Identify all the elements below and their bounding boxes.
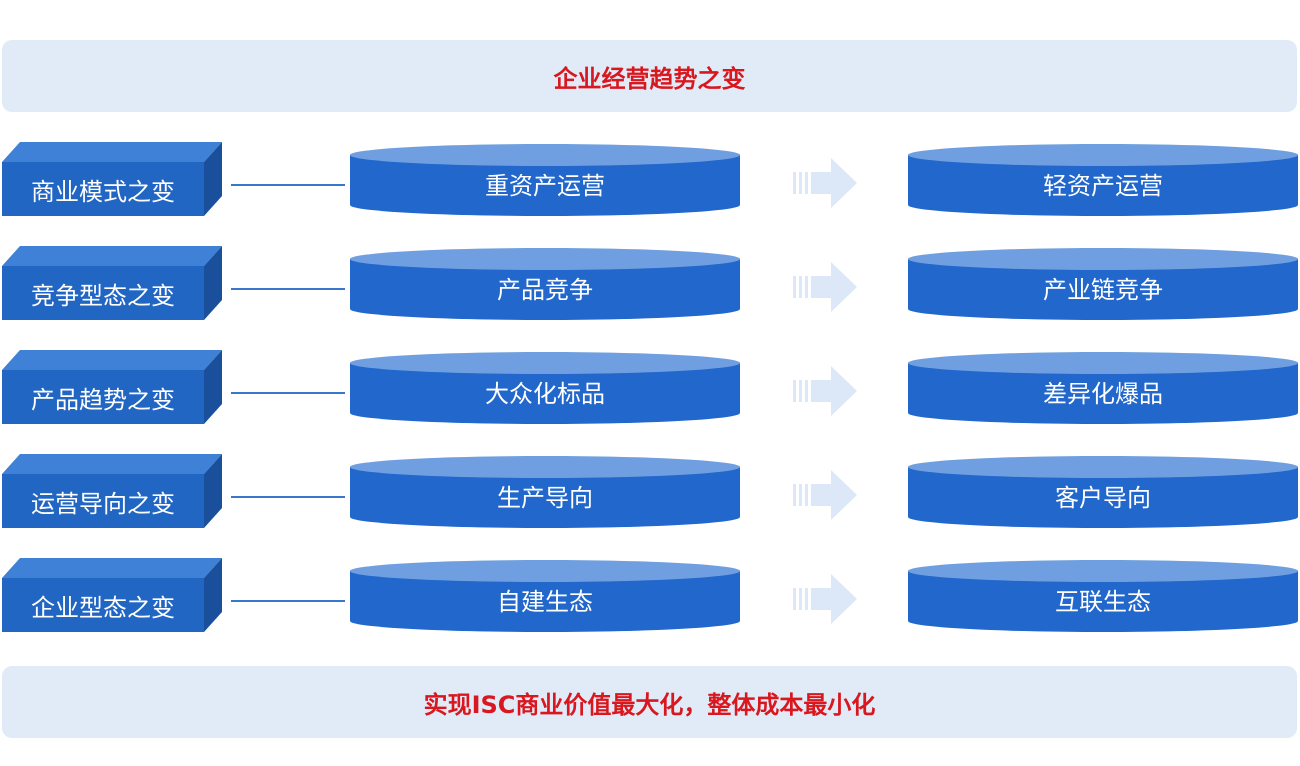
category-box: 产品趋势之变: [2, 350, 222, 424]
disc-shape: [908, 144, 1298, 216]
from-label: 自建生态: [497, 587, 593, 616]
category-label: 产品趋势之变: [31, 385, 175, 414]
transformation-row: 企业型态之变 自建生态 互联生态: [0, 558, 1300, 638]
from-disc: 大众化标品: [350, 350, 740, 430]
transformation-row: 产品趋势之变 大众化标品 差异化爆品: [0, 350, 1300, 430]
arrow-right-icon: [793, 262, 857, 312]
footer-text: 实现ISC商业价值最大化，整体成本最小化: [423, 690, 876, 719]
box-3d-shape: [2, 558, 222, 632]
to-label: 互联生态: [1055, 587, 1151, 616]
from-disc: 产品竞争: [350, 246, 740, 326]
disc-shape: [908, 248, 1298, 320]
arrow-right-icon: [793, 158, 857, 208]
from-disc: 自建生态: [350, 558, 740, 638]
from-label: 大众化标品: [485, 379, 605, 408]
diagram-title: 企业经营趋势之变: [553, 64, 746, 93]
disc-shape: [350, 248, 740, 320]
disc-shape: [350, 144, 740, 216]
to-disc: 产业链竞争: [908, 246, 1298, 326]
to-label: 轻资产运营: [1043, 171, 1163, 200]
box-3d-shape: [2, 142, 222, 216]
title-banner: 企业经营趋势之变: [2, 40, 1297, 112]
to-disc: 轻资产运营: [908, 142, 1298, 222]
from-disc: 重资产运营: [350, 142, 740, 222]
category-label: 运营导向之变: [31, 489, 175, 518]
connector-line: [231, 496, 345, 498]
box-3d-shape: [2, 350, 222, 424]
disc-shape: [908, 456, 1298, 528]
footer-banner: 实现ISC商业价值最大化，整体成本最小化: [2, 666, 1297, 738]
disc-shape: [350, 352, 740, 424]
arrow-right-icon: [793, 470, 857, 520]
box-3d-shape: [2, 454, 222, 528]
to-disc: 客户导向: [908, 454, 1298, 534]
category-label: 竞争型态之变: [31, 281, 175, 310]
disc-shape: [908, 560, 1298, 632]
connector-line: [231, 288, 345, 290]
arrow-right-icon: [793, 574, 857, 624]
from-label: 产品竞争: [497, 275, 593, 304]
from-label: 重资产运营: [485, 171, 605, 200]
to-disc: 差异化爆品: [908, 350, 1298, 430]
transformation-row: 竞争型态之变 产品竞争 产业链竞争: [0, 246, 1300, 326]
category-box: 竞争型态之变: [2, 246, 222, 320]
from-disc: 生产导向: [350, 454, 740, 534]
to-label: 客户导向: [1055, 483, 1151, 512]
disc-shape: [350, 456, 740, 528]
connector-line: [231, 392, 345, 394]
from-label: 生产导向: [497, 483, 593, 512]
category-box: 商业模式之变: [2, 142, 222, 216]
disc-shape: [908, 352, 1298, 424]
disc-shape: [350, 560, 740, 632]
to-label: 差异化爆品: [1043, 379, 1163, 408]
to-disc: 互联生态: [908, 558, 1298, 638]
to-label: 产业链竞争: [1043, 275, 1163, 304]
category-box: 企业型态之变: [2, 558, 222, 632]
transformation-row: 运营导向之变 生产导向 客户导向: [0, 454, 1300, 534]
category-label: 商业模式之变: [31, 177, 175, 206]
connector-line: [231, 600, 345, 602]
arrow-right-icon: [793, 366, 857, 416]
connector-line: [231, 184, 345, 186]
category-label: 企业型态之变: [31, 593, 175, 622]
transformation-row: 商业模式之变 重资产运营 轻资产运营: [0, 142, 1300, 222]
box-3d-shape: [2, 246, 222, 320]
category-box: 运营导向之变: [2, 454, 222, 528]
